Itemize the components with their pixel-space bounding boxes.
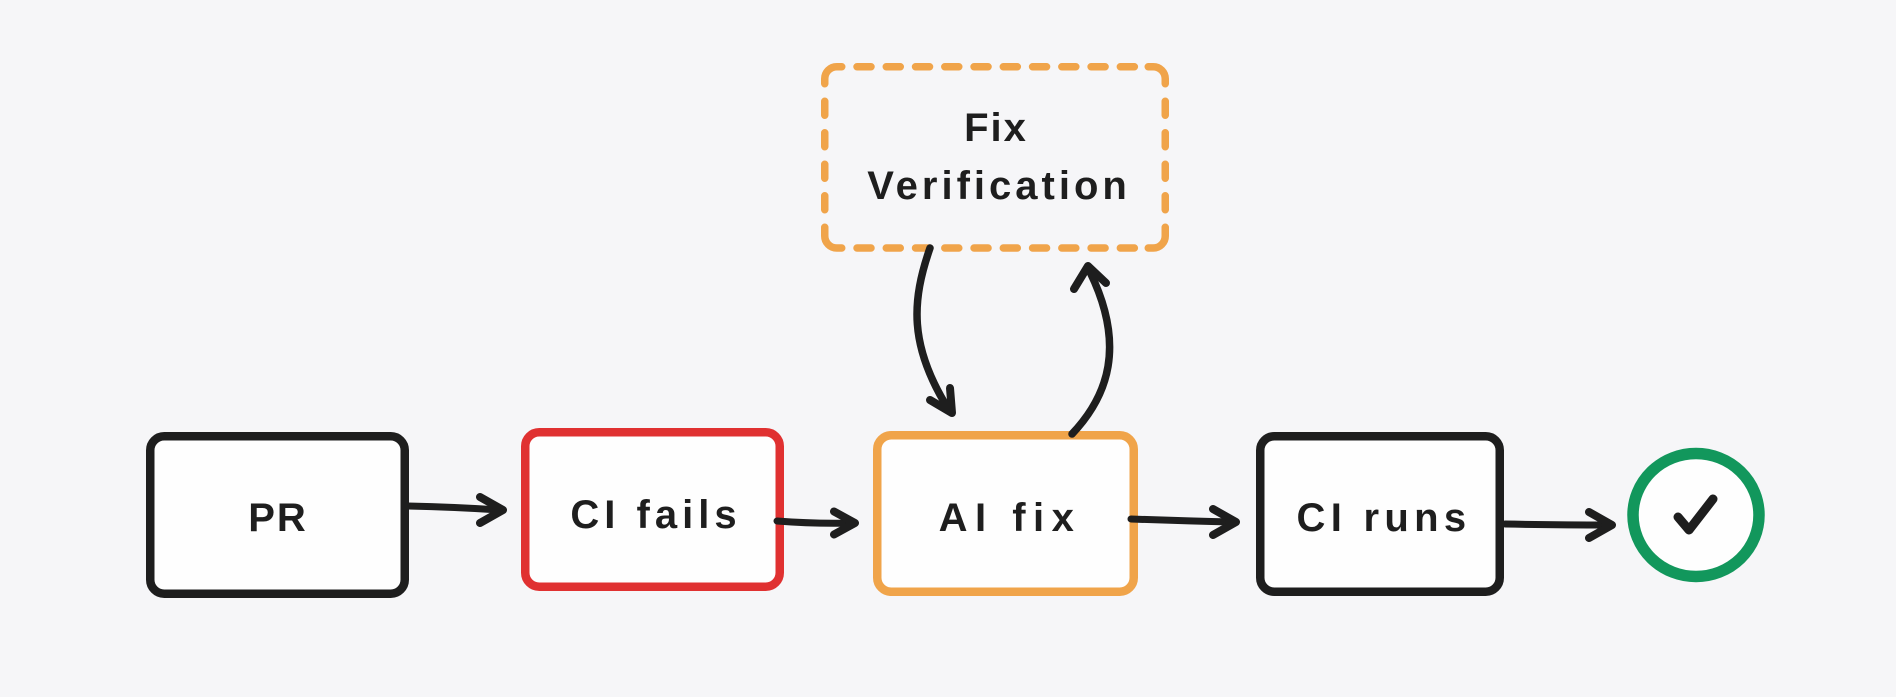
svg-text:PR: PR bbox=[248, 496, 308, 540]
svg-text:AI fix: AI fix bbox=[939, 496, 1082, 540]
svg-text:CI runs: CI runs bbox=[1297, 496, 1472, 540]
svg-text:CI fails: CI fails bbox=[570, 493, 741, 537]
svg-text:Verification: Verification bbox=[867, 164, 1131, 208]
svg-text:Fix: Fix bbox=[964, 106, 1028, 150]
